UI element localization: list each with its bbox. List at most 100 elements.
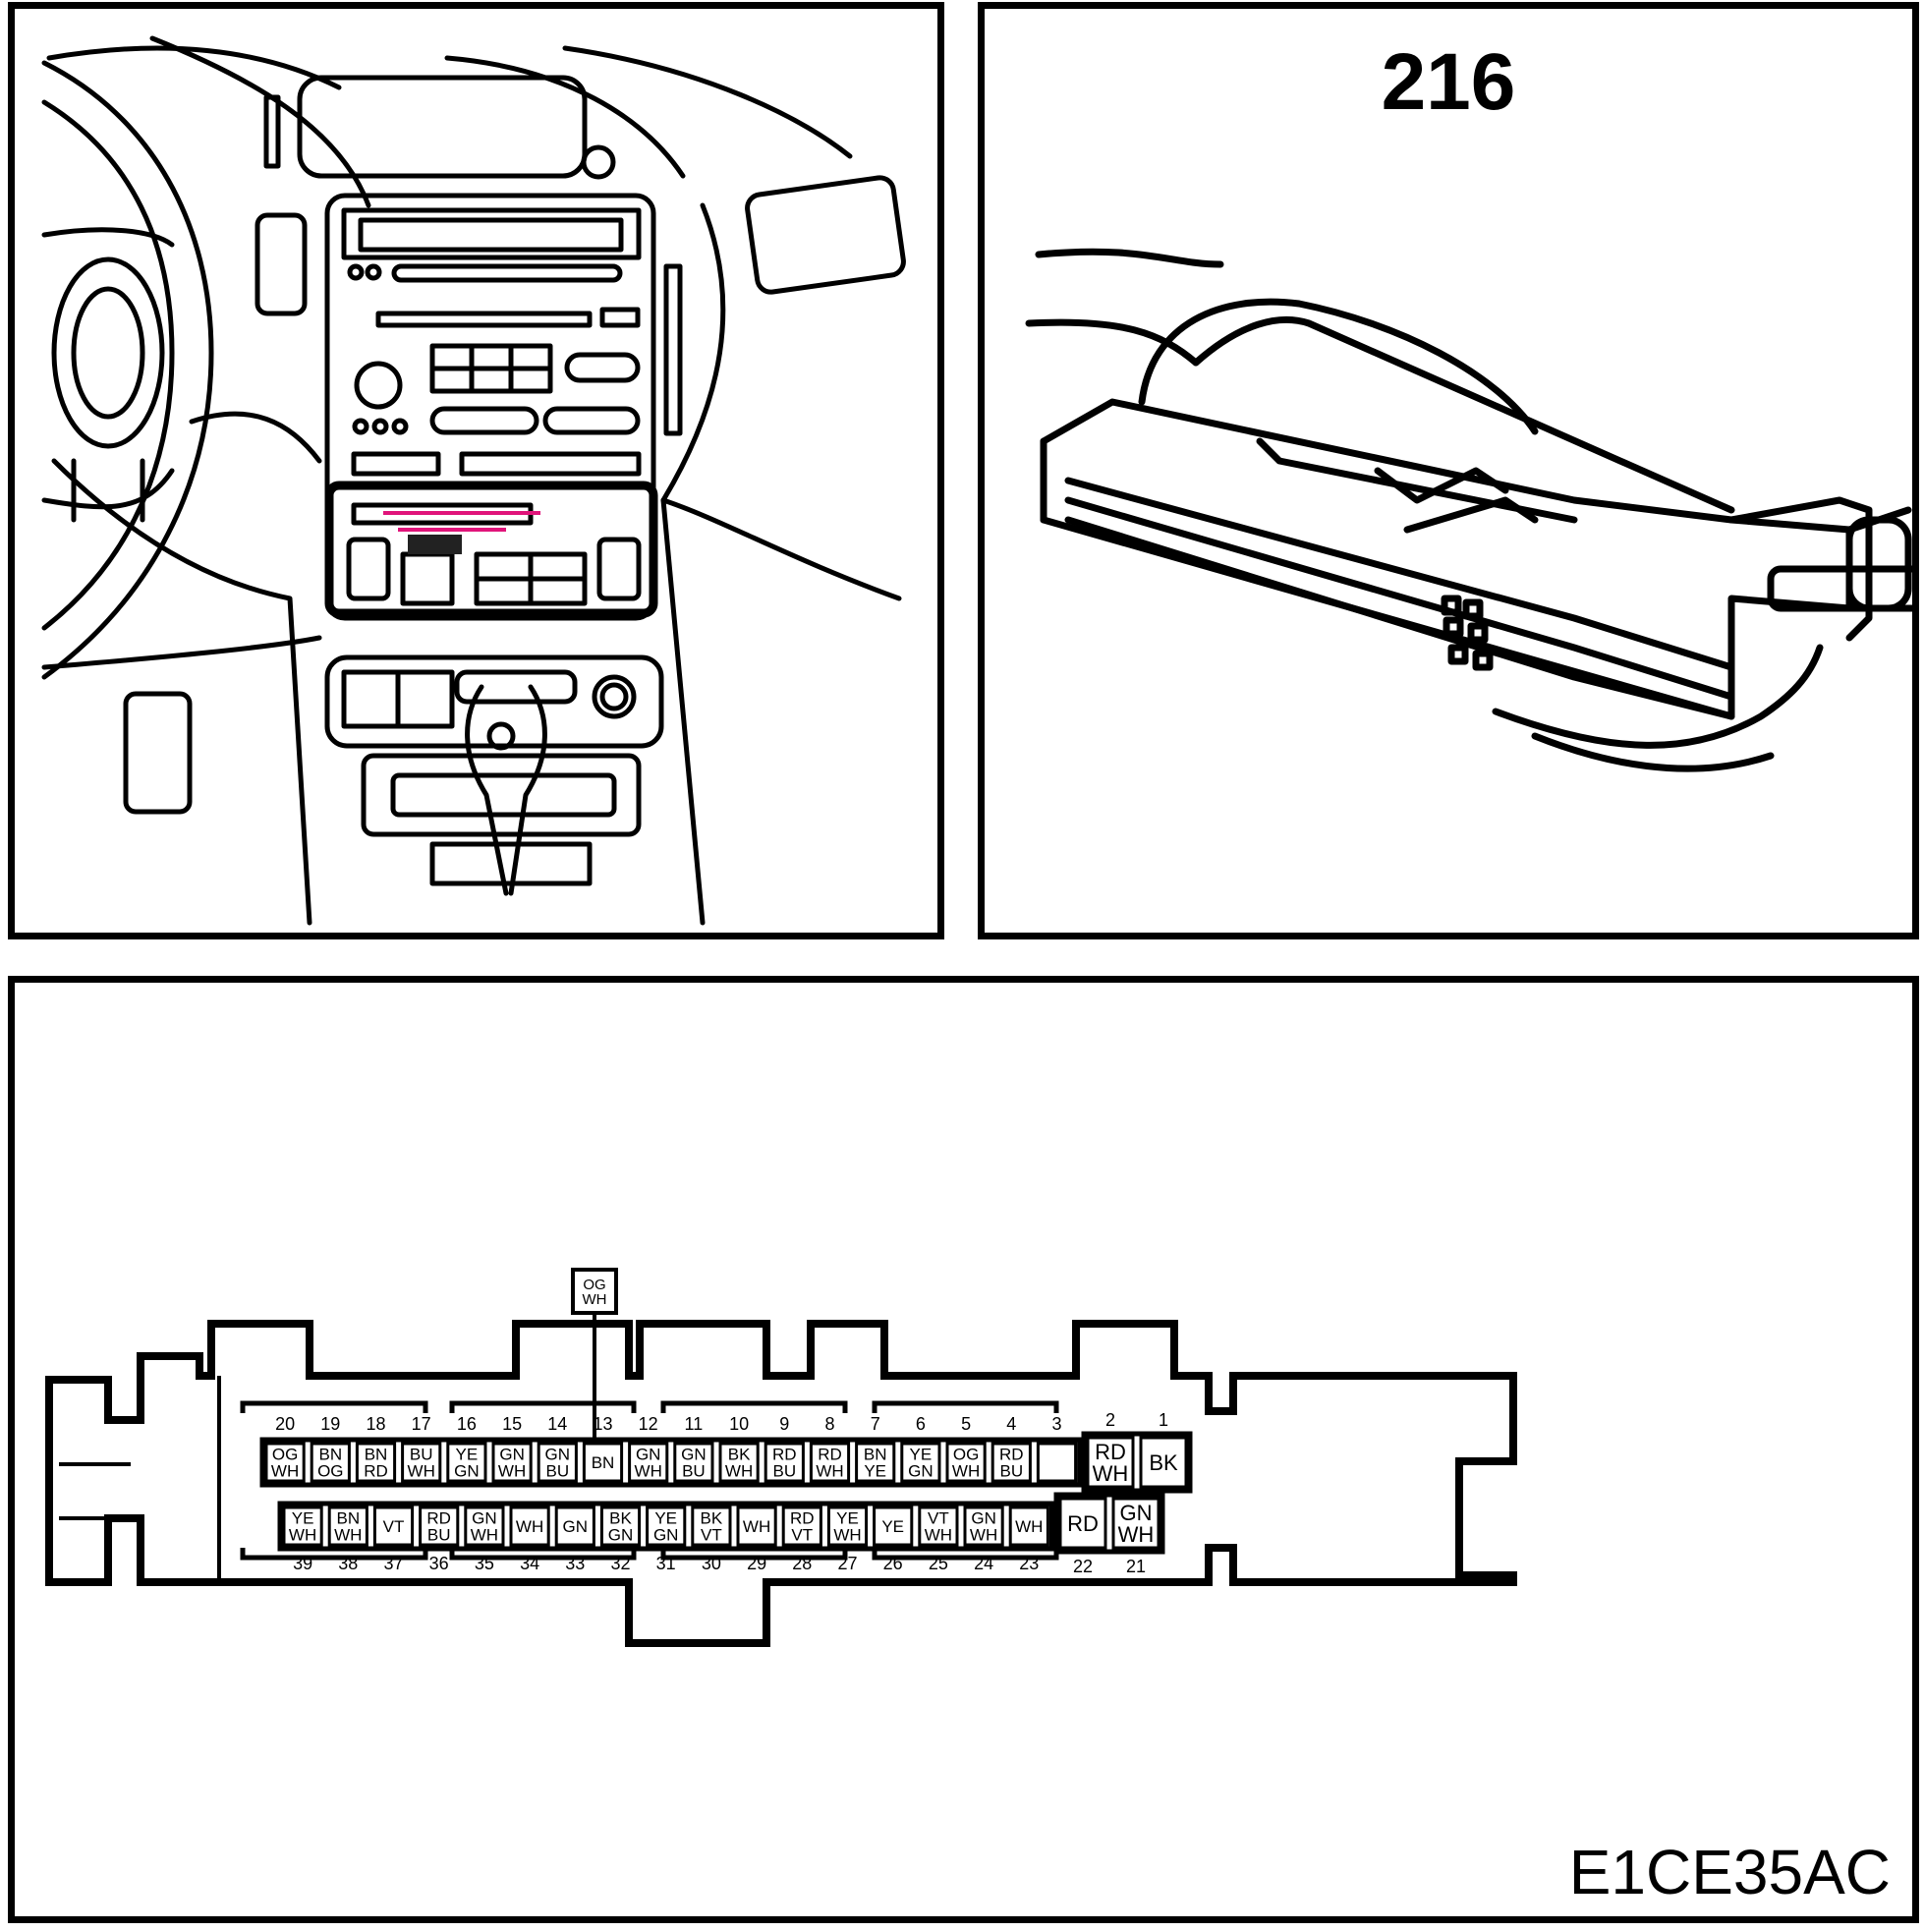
pin-number: 16 <box>457 1414 477 1434</box>
pin-number: 23 <box>1019 1554 1039 1573</box>
pin-wire-box <box>509 1506 550 1547</box>
pin-wire-box <box>419 1506 460 1547</box>
pin-row-frame <box>1081 1431 1193 1494</box>
pin-wire-color: YE <box>881 1517 904 1536</box>
pin-number: 1 <box>1159 1410 1168 1430</box>
pin-row-frame <box>277 1501 1054 1552</box>
pin-wire-box <box>673 1442 714 1483</box>
pin-number: 28 <box>792 1554 812 1573</box>
pin-cell-3: 3 <box>1036 1414 1078 1483</box>
pin-number: 38 <box>338 1554 358 1573</box>
pin-wire-box <box>537 1442 578 1483</box>
pin-wire-box <box>628 1442 669 1483</box>
pin-number: 27 <box>837 1554 857 1573</box>
pin-wire-box <box>990 1442 1032 1483</box>
pin-wire-box <box>855 1442 896 1483</box>
pin-number: 26 <box>883 1554 903 1573</box>
pin-wire-box <box>1058 1497 1107 1550</box>
pin-number: 30 <box>702 1554 721 1573</box>
pin-wire-box <box>918 1506 959 1547</box>
pin-wire-box <box>873 1506 914 1547</box>
pin-wire-box <box>401 1442 442 1483</box>
pin-wire-box <box>781 1506 822 1547</box>
pin-wire-box <box>554 1506 595 1547</box>
spur-wire-box <box>571 1268 618 1315</box>
pin-row-frame <box>259 1437 1083 1488</box>
pin-wire-box <box>372 1506 415 1547</box>
pin-number: 7 <box>871 1414 880 1434</box>
pin-wire-box <box>1139 1436 1188 1489</box>
pin-number: 12 <box>639 1414 658 1434</box>
pin-wire-box <box>809 1442 851 1483</box>
connector-view-panel: 216 <box>978 2 1919 939</box>
pin-number: 8 <box>824 1414 834 1434</box>
pin-number: 21 <box>1126 1557 1146 1576</box>
pin-wire-box <box>282 1506 323 1547</box>
pin-wire-color: RD <box>1067 1511 1099 1536</box>
pin-number: 5 <box>961 1414 971 1434</box>
pin-number: 22 <box>1073 1557 1093 1576</box>
pin-wire-color: BK <box>1149 1450 1178 1475</box>
pin-wire-box <box>963 1506 1004 1547</box>
pin-cell-22: RD 22 <box>1058 1497 1107 1576</box>
pin-number: 3 <box>1051 1414 1061 1434</box>
pin-wire-box <box>945 1442 987 1483</box>
location-view-panel <box>8 2 944 939</box>
pin-number: 11 <box>685 1414 704 1434</box>
pin-cell-1: BK 1 <box>1139 1410 1188 1489</box>
pin-wire-box <box>491 1442 533 1483</box>
pin-wire-color: GN <box>563 1517 589 1536</box>
pin-number: 31 <box>656 1554 676 1573</box>
pin-wire-box <box>764 1442 805 1483</box>
pin-wire-box <box>736 1506 777 1547</box>
pin-number: 36 <box>429 1554 449 1573</box>
pin-wire-box <box>582 1442 624 1483</box>
pin-number: 9 <box>779 1414 789 1434</box>
pin-number: 19 <box>320 1414 340 1434</box>
pin-number: 37 <box>383 1554 403 1573</box>
pin-wire-box <box>464 1506 505 1547</box>
pin-wire-box <box>1111 1497 1160 1550</box>
pin-wire-box <box>327 1506 368 1547</box>
pin-wire-box <box>718 1442 760 1483</box>
